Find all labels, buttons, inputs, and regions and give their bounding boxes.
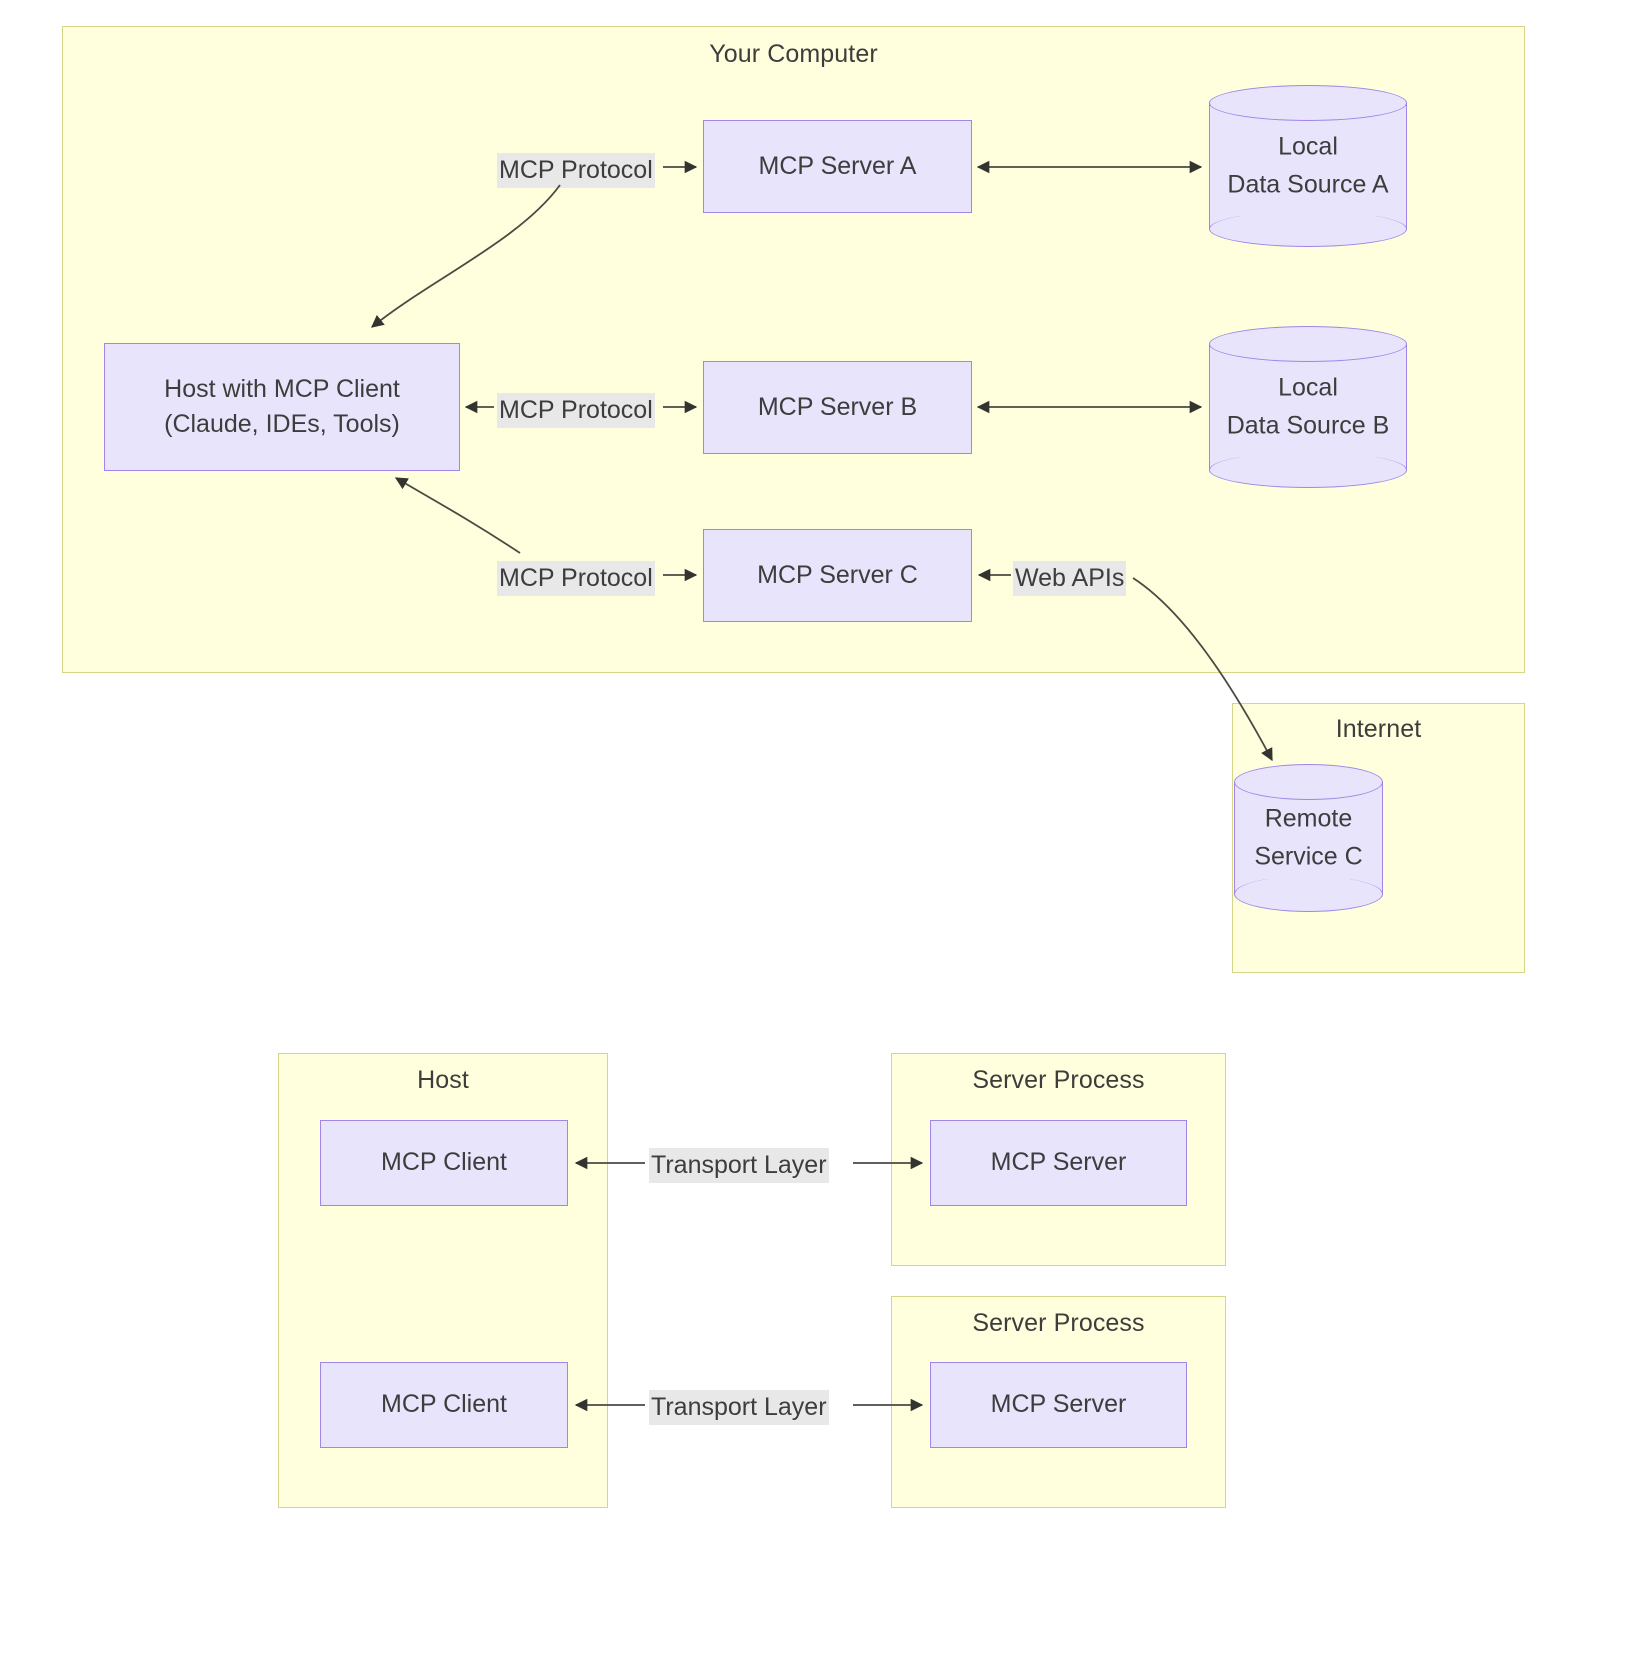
cylinder-bottom-ellipse: [1209, 452, 1407, 488]
cylinder-top-ellipse: [1209, 326, 1407, 362]
cylinder-top-ellipse: [1209, 85, 1407, 121]
node-local-data-source-a[interactable]: Local Data Source A: [1209, 85, 1407, 247]
node-remote-c-label-line2: Service C: [1254, 842, 1363, 870]
node-mcp-server-1-label: MCP Server: [990, 1148, 1127, 1177]
subgraph-title-server-process-2: Server Process: [972, 1309, 1145, 1337]
subgraph-title-server-process-1: Server Process: [972, 1066, 1145, 1094]
node-remote-service-c[interactable]: Remote Service C: [1234, 764, 1383, 912]
node-ds-a-label: Local Data Source A: [1209, 129, 1407, 204]
subgraph-title-your-computer: Your Computer: [709, 40, 878, 68]
node-server-a-label: MCP Server A: [758, 151, 917, 180]
subgraph-title-internet: Internet: [1335, 715, 1422, 743]
edge-label-web-apis: Web APIs: [1013, 561, 1127, 596]
node-mcp-client-1[interactable]: MCP Client: [320, 1120, 568, 1206]
cylinder-bottom-ellipse: [1234, 876, 1383, 912]
node-host-with-mcp-client[interactable]: Host with MCP Client (Claude, IDEs, Tool…: [104, 343, 460, 471]
node-ds-b-label-line1: Local: [1278, 373, 1338, 402]
node-ds-a-label-line1: Local: [1278, 132, 1338, 161]
node-ds-b-label-line2: Data Source B: [1226, 411, 1390, 439]
node-host-label-line1: Host with MCP Client: [164, 374, 400, 403]
node-ds-a-label-line2: Data Source A: [1227, 170, 1389, 198]
node-mcp-server-2[interactable]: MCP Server: [930, 1362, 1187, 1448]
node-ds-b-label: Local Data Source B: [1209, 370, 1407, 445]
node-server-c-label: MCP Server C: [757, 560, 918, 589]
node-mcp-server-c[interactable]: MCP Server C: [703, 529, 972, 622]
node-mcp-server-1[interactable]: MCP Server: [930, 1120, 1187, 1206]
subgraph-title-host: Host: [417, 1066, 469, 1094]
node-mcp-server-a[interactable]: MCP Server A: [703, 120, 972, 213]
edge-label-transport-layer-1: Transport Layer: [649, 1148, 829, 1183]
cylinder-body: [1209, 103, 1407, 229]
cylinder-bottom-ellipse: [1209, 211, 1407, 247]
node-remote-c-label-line1: Remote: [1264, 804, 1353, 833]
node-mcp-client-2-label: MCP Client: [381, 1390, 507, 1419]
edge-label-transport-layer-2: Transport Layer: [649, 1390, 829, 1425]
node-mcp-server-2-label: MCP Server: [990, 1390, 1127, 1419]
node-host-label-line2: (Claude, IDEs, Tools): [164, 410, 400, 438]
edge-label-mcp-protocol-a: MCP Protocol: [497, 153, 655, 188]
node-mcp-client-1-label: MCP Client: [381, 1148, 507, 1177]
edge-label-mcp-protocol-c: MCP Protocol: [497, 561, 655, 596]
edge-label-mcp-protocol-b: MCP Protocol: [497, 393, 655, 428]
node-remote-c-label: Remote Service C: [1234, 801, 1383, 876]
node-server-b-label: MCP Server B: [757, 392, 918, 421]
cylinder-body: [1209, 344, 1407, 470]
node-local-data-source-b[interactable]: Local Data Source B: [1209, 326, 1407, 488]
node-mcp-server-b[interactable]: MCP Server B: [703, 361, 972, 454]
cylinder-top-ellipse: [1234, 764, 1383, 800]
node-mcp-client-2[interactable]: MCP Client: [320, 1362, 568, 1448]
